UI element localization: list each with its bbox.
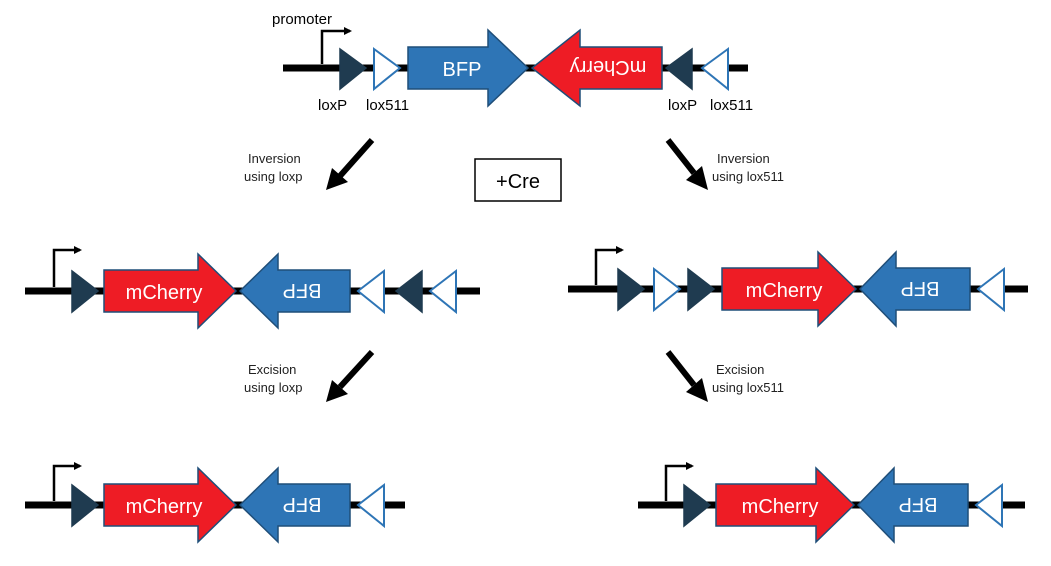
lox511-site-icon — [974, 482, 1003, 529]
step-label: Inversion — [717, 151, 770, 166]
loxp-site-icon — [71, 483, 100, 528]
arrow-down-left-icon — [337, 138, 375, 178]
step-inversion-loxp: Inversion using loxp — [244, 138, 375, 190]
promoter-arrow-icon — [594, 246, 624, 285]
loxp-site-icon — [683, 483, 712, 528]
arrowhead-icon — [686, 378, 708, 402]
arrowhead-icon — [686, 166, 708, 190]
promoter-arrow-icon — [664, 462, 694, 501]
construct-final-lox511: mCherry BFP — [638, 462, 1025, 544]
arrow-down-right-icon — [665, 138, 697, 175]
step-label: using lox511 — [712, 169, 784, 184]
bfp-label-inverted: BFP — [901, 277, 940, 299]
step-label: Excision — [248, 362, 296, 377]
loxp-site-icon — [687, 267, 716, 312]
step-inversion-lox511: Inversion using lox511 — [665, 138, 784, 190]
arrowhead-icon — [326, 380, 348, 402]
mcherry-label: mCherry — [742, 496, 819, 518]
lox511-site-icon — [428, 268, 457, 315]
mcherry-label: mCherry — [126, 496, 203, 518]
lox511-label-right: lox511 — [710, 97, 753, 114]
step-excision-loxp: Excision using loxp — [244, 349, 375, 402]
bfp-label-inverted: BFP — [283, 279, 322, 301]
loxp-site-icon — [339, 47, 368, 91]
lox511-site-icon — [356, 268, 385, 315]
construct-final-loxp: mCherry BFP — [25, 462, 405, 544]
lox511-site-icon — [356, 482, 385, 529]
bfp-gene-inverted — [238, 466, 351, 544]
construct-initial: promoter BFP mCherry loxP lox511 loxP lo… — [272, 11, 753, 114]
construct-inverted-lox511: mCherry BFP — [568, 246, 1028, 328]
promoter-label: promoter — [272, 11, 332, 28]
promoter-arrow-icon — [52, 462, 82, 501]
bfp-gene-inverted — [238, 252, 351, 330]
mcherry-label: mCherry — [126, 282, 203, 304]
loxp-site-icon — [664, 47, 693, 91]
mcherry-gene — [103, 252, 238, 330]
step-label: Inversion — [248, 151, 301, 166]
promoter-arrow-icon — [52, 246, 82, 287]
mcherry-label-inverted: mCherry — [570, 56, 647, 78]
arrow-down-left-icon — [337, 349, 375, 390]
mcherry-gene — [721, 250, 858, 328]
loxp-label-right: loxP — [668, 97, 697, 114]
bfp-label: BFP — [443, 59, 482, 81]
step-label: Excision — [716, 362, 764, 377]
lox511-site-icon — [373, 47, 402, 92]
arrow-down-right-icon — [665, 350, 697, 387]
loxp-label-left: loxP — [318, 97, 347, 114]
mcherry-label: mCherry — [746, 280, 823, 302]
step-label: using loxp — [244, 169, 303, 184]
loxp-site-icon — [394, 269, 423, 314]
lox511-site-icon — [653, 266, 682, 313]
step-excision-lox511: Excision using lox511 — [665, 350, 784, 402]
arrowhead-icon — [326, 168, 348, 190]
lox511-site-icon — [700, 47, 729, 92]
loxp-site-icon — [71, 269, 100, 314]
lox511-label-left: lox511 — [366, 97, 409, 114]
step-label: using lox511 — [712, 380, 784, 395]
step-label: using loxp — [244, 380, 303, 395]
bfp-gene-inverted — [856, 466, 969, 544]
bfp-gene — [407, 28, 530, 108]
construct-inverted-loxp: mCherry BFP — [25, 246, 480, 330]
bfp-gene-inverted — [858, 250, 971, 328]
bfp-label-inverted: BFP — [283, 493, 322, 515]
bfp-label-inverted: BFP — [899, 493, 938, 515]
loxp-site-icon — [617, 267, 646, 312]
cre-label: +Cre — [496, 171, 540, 193]
mcherry-gene-inverted — [530, 28, 663, 108]
lox511-site-icon — [976, 266, 1005, 313]
mcherry-gene — [103, 466, 238, 544]
cre-box: +Cre — [474, 158, 562, 202]
promoter-arrow-icon — [320, 27, 352, 64]
mcherry-gene — [715, 466, 856, 544]
